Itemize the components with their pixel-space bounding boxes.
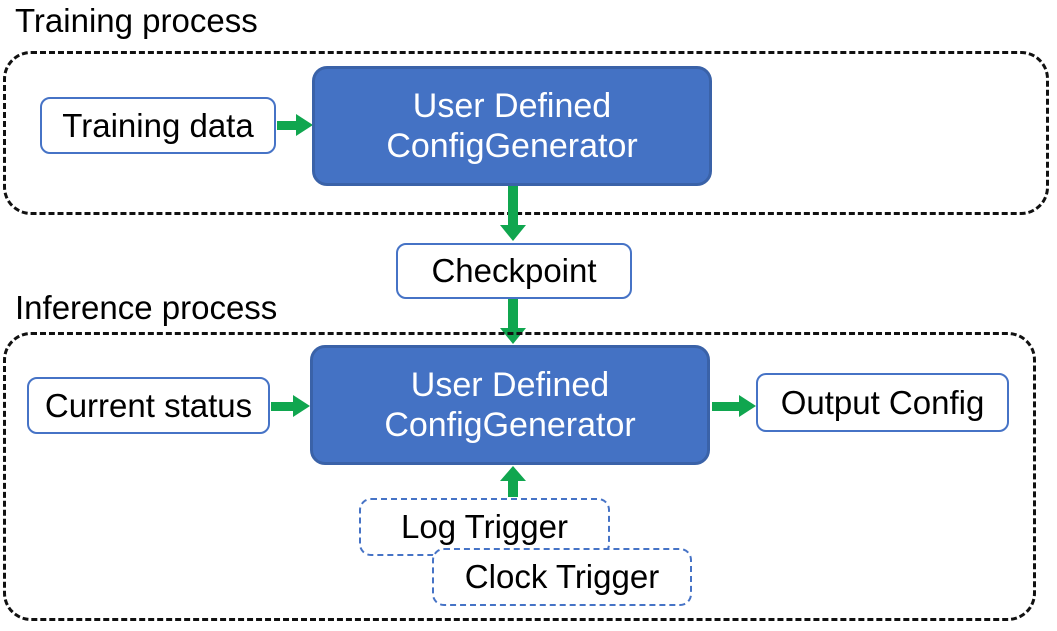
arrow-current-status-to-generator bbox=[271, 395, 310, 417]
inference-config-generator-node: User Defined ConfigGenerator bbox=[310, 345, 710, 465]
generator-label-line1: User Defined bbox=[412, 87, 612, 125]
arrow-head-right-icon bbox=[296, 114, 313, 136]
generator-label-line1: User Defined bbox=[410, 366, 610, 404]
arrow-stem bbox=[271, 401, 293, 411]
clock-trigger-label: Clock Trigger bbox=[464, 558, 660, 595]
arrow-generator-to-checkpoint bbox=[500, 186, 526, 241]
output-config-node: Output Config bbox=[756, 373, 1009, 432]
arrow-stem bbox=[712, 401, 739, 411]
generator-label-line2: ConfigGenerator bbox=[384, 406, 636, 444]
training-config-generator-node: User Defined ConfigGenerator bbox=[312, 66, 712, 186]
training-process-container bbox=[3, 51, 1049, 215]
arrow-generator-to-output-config bbox=[712, 395, 756, 417]
clock-trigger-node: Clock Trigger bbox=[432, 548, 692, 606]
log-trigger-label: Log Trigger bbox=[401, 508, 568, 545]
arrow-stem bbox=[508, 481, 518, 497]
arrow-triggers-to-generator bbox=[500, 466, 526, 497]
current-status-node: Current status bbox=[27, 377, 270, 434]
current-status-label: Current status bbox=[44, 386, 253, 424]
output-config-label: Output Config bbox=[780, 383, 985, 421]
arrow-stem bbox=[508, 186, 518, 225]
training-data-node: Training data bbox=[40, 97, 276, 154]
arrow-head-right-icon bbox=[739, 395, 756, 417]
checkpoint-node: Checkpoint bbox=[396, 243, 632, 299]
inference-section-title: Inference process bbox=[15, 289, 278, 326]
arrow-head-right-icon bbox=[293, 395, 310, 417]
training-section-title: Training process bbox=[15, 2, 258, 39]
arrow-stem bbox=[508, 299, 518, 328]
arrow-head-down-icon bbox=[500, 225, 526, 241]
generator-label-line2: ConfigGenerator bbox=[386, 127, 638, 165]
checkpoint-label: Checkpoint bbox=[431, 252, 597, 289]
arrow-head-up-icon bbox=[500, 466, 526, 481]
arrow-training-data-to-generator bbox=[277, 114, 313, 136]
training-data-label: Training data bbox=[62, 106, 254, 144]
arrow-stem bbox=[277, 120, 296, 130]
inference-process-container bbox=[3, 332, 1036, 621]
